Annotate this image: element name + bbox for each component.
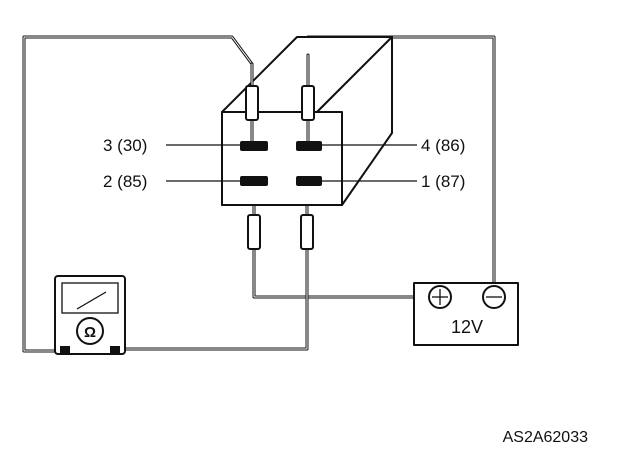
- ohmmeter-body: [54, 275, 126, 355]
- terminal-1: [296, 176, 322, 186]
- terminal-3: [240, 141, 268, 151]
- figure-code: AS2A62033: [503, 429, 589, 446]
- terminal-2: [240, 176, 268, 186]
- label-terminal-3: 3 (30): [103, 136, 147, 155]
- connector-top-right: [301, 85, 315, 121]
- ohmmeter-needle: [76, 291, 107, 310]
- wire-terminal-1-to-ohmmeter: [116, 182, 309, 351]
- label-terminal-1: 1 (87): [421, 172, 465, 191]
- battery-voltage-label: 12V: [451, 317, 483, 337]
- battery: 12V: [413, 282, 519, 346]
- connector-bottom-left: [247, 214, 261, 250]
- ohmmeter-probe-right: [110, 346, 120, 354]
- terminal-4: [296, 141, 322, 151]
- ohmmeter: Ω: [54, 275, 126, 355]
- probe-connectors: [245, 85, 315, 250]
- ohmmeter-display: [61, 282, 119, 314]
- ohmmeter-dial: [76, 317, 104, 345]
- connector-bottom-right: [300, 214, 314, 250]
- ohm-icon: Ω: [84, 324, 96, 341]
- leader-lines: [166, 144, 417, 182]
- label-terminal-4: 4 (86): [421, 136, 465, 155]
- relay-terminals: [240, 141, 322, 186]
- ohmmeter-probe-left: [60, 346, 70, 354]
- connector-top-left: [245, 85, 259, 121]
- label-terminal-2: 2 (85): [103, 172, 147, 191]
